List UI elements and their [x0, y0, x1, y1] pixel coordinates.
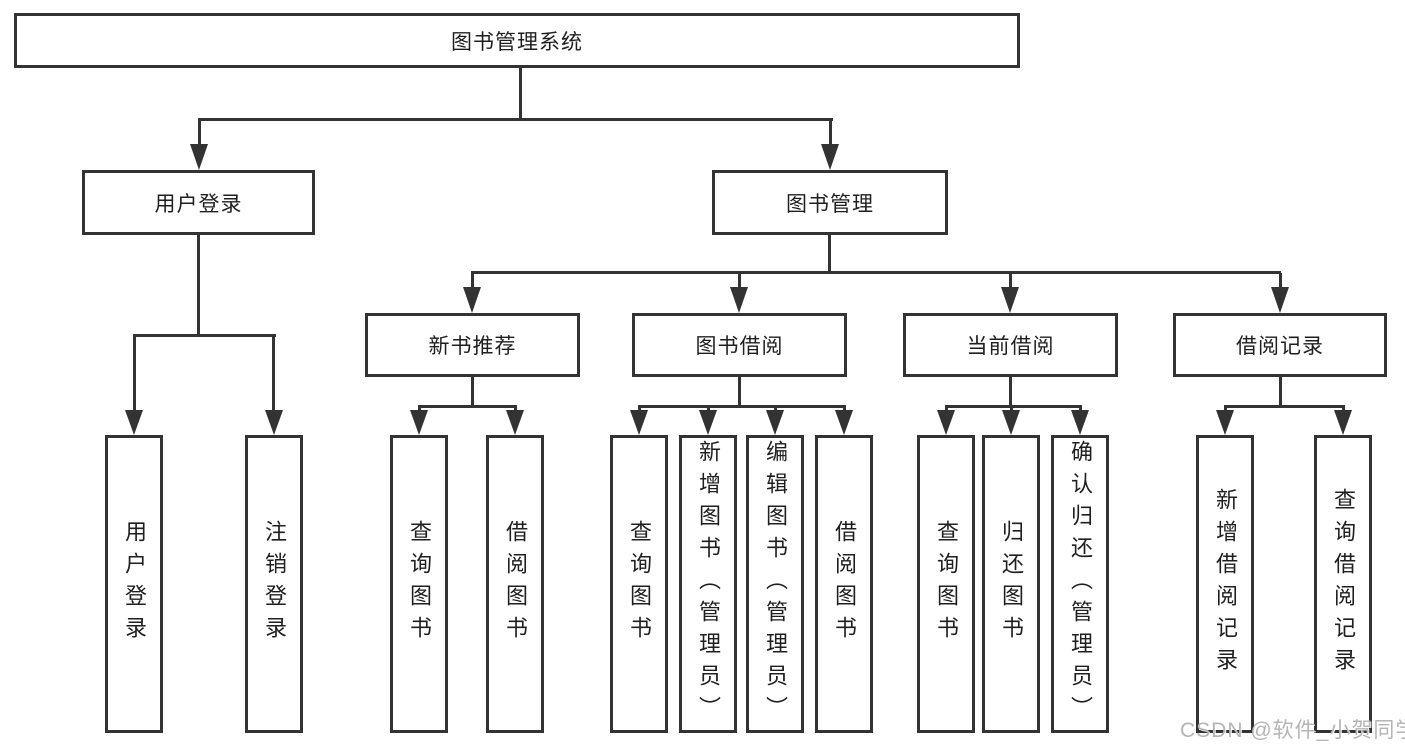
connector-line — [738, 273, 741, 289]
connector-line — [1279, 273, 1282, 289]
leaf-add-borrow-record: 新增借阅记录 — [1196, 435, 1254, 733]
connector-line — [1079, 405, 1082, 413]
arrowhead — [190, 144, 208, 170]
connector-line — [707, 405, 710, 413]
connector-line — [945, 405, 948, 413]
connector-line — [945, 405, 1081, 408]
node-borrowing-records: 借阅记录 — [1173, 313, 1387, 377]
arrowhead — [265, 410, 283, 435]
arrowhead — [835, 410, 853, 435]
arrowhead — [1271, 287, 1289, 313]
connector-line — [471, 377, 474, 407]
connector-line — [471, 271, 1281, 274]
arrowhead — [506, 410, 524, 435]
connector-line — [638, 405, 641, 413]
node-new-book-recommendation: 新书推荐 — [365, 313, 580, 377]
connector-line — [514, 405, 517, 413]
node-library-management-system: 图书管理系统 — [14, 13, 1020, 68]
arrowhead — [1216, 410, 1234, 435]
connector-line — [198, 120, 201, 148]
arrowhead — [937, 410, 955, 435]
connector-line — [1009, 273, 1012, 289]
connector-line — [738, 377, 741, 407]
connector-line — [1279, 377, 1282, 407]
leaf-query-books-current: 查询图书 — [917, 435, 975, 733]
connector-line — [519, 68, 522, 121]
connector-line — [1009, 377, 1012, 407]
leaf-add-books-admin: 新增图书（管理员） — [679, 435, 737, 733]
connector-line — [197, 235, 200, 336]
leaf-confirm-return-admin: 确认归还（管理员） — [1051, 435, 1109, 733]
node-user-login: 用户登录 — [82, 170, 315, 235]
connector-line — [418, 405, 421, 413]
node-book-management: 图书管理 — [712, 170, 948, 235]
connector-line — [829, 120, 832, 148]
arrowhead — [463, 287, 481, 313]
arrowhead — [730, 287, 748, 313]
arrowhead — [821, 144, 839, 170]
arrowhead — [699, 410, 717, 435]
connector-line — [133, 336, 136, 412]
connector-line — [133, 334, 276, 337]
node-current-borrowing: 当前借阅 — [903, 313, 1118, 377]
connector-line — [1342, 405, 1345, 413]
arrowhead — [766, 410, 784, 435]
arrowhead — [1071, 410, 1089, 435]
node-book-borrowing: 图书借阅 — [632, 313, 847, 377]
leaf-return-books: 归还图书 — [982, 435, 1040, 733]
leaf-borrow-books-borrowing: 借阅图书 — [815, 435, 873, 733]
connector-line — [638, 405, 845, 408]
arrowhead — [1001, 287, 1019, 313]
connector-line — [272, 336, 275, 412]
leaf-query-books-borrowing: 查询图书 — [610, 435, 668, 733]
leaf-logout-login: 注销登录 — [245, 435, 303, 733]
connector-line — [1224, 405, 1227, 413]
connector-line — [471, 273, 474, 289]
connector-line — [418, 405, 517, 408]
arrowhead — [1002, 410, 1020, 435]
leaf-edit-books-admin: 编辑图书（管理员） — [746, 435, 804, 733]
arrowhead — [630, 410, 648, 435]
leaf-borrow-books-recommend: 借阅图书 — [486, 435, 544, 733]
connector-line — [828, 235, 831, 273]
arrowhead — [125, 410, 143, 435]
arrowhead — [1334, 410, 1352, 435]
arrowhead — [410, 410, 428, 435]
leaf-query-borrow-record: 查询借阅记录 — [1314, 435, 1372, 733]
connector-line — [774, 405, 777, 413]
leaf-query-books-recommend: 查询图书 — [390, 435, 448, 733]
leaf-user-login: 用户登录 — [105, 435, 163, 733]
watermark: CSDN @软件_小贺同学 — [1180, 719, 1405, 742]
connector-line — [843, 405, 846, 413]
connector-line — [198, 118, 833, 121]
connector-line — [1010, 405, 1013, 413]
connector-line — [1224, 405, 1344, 408]
